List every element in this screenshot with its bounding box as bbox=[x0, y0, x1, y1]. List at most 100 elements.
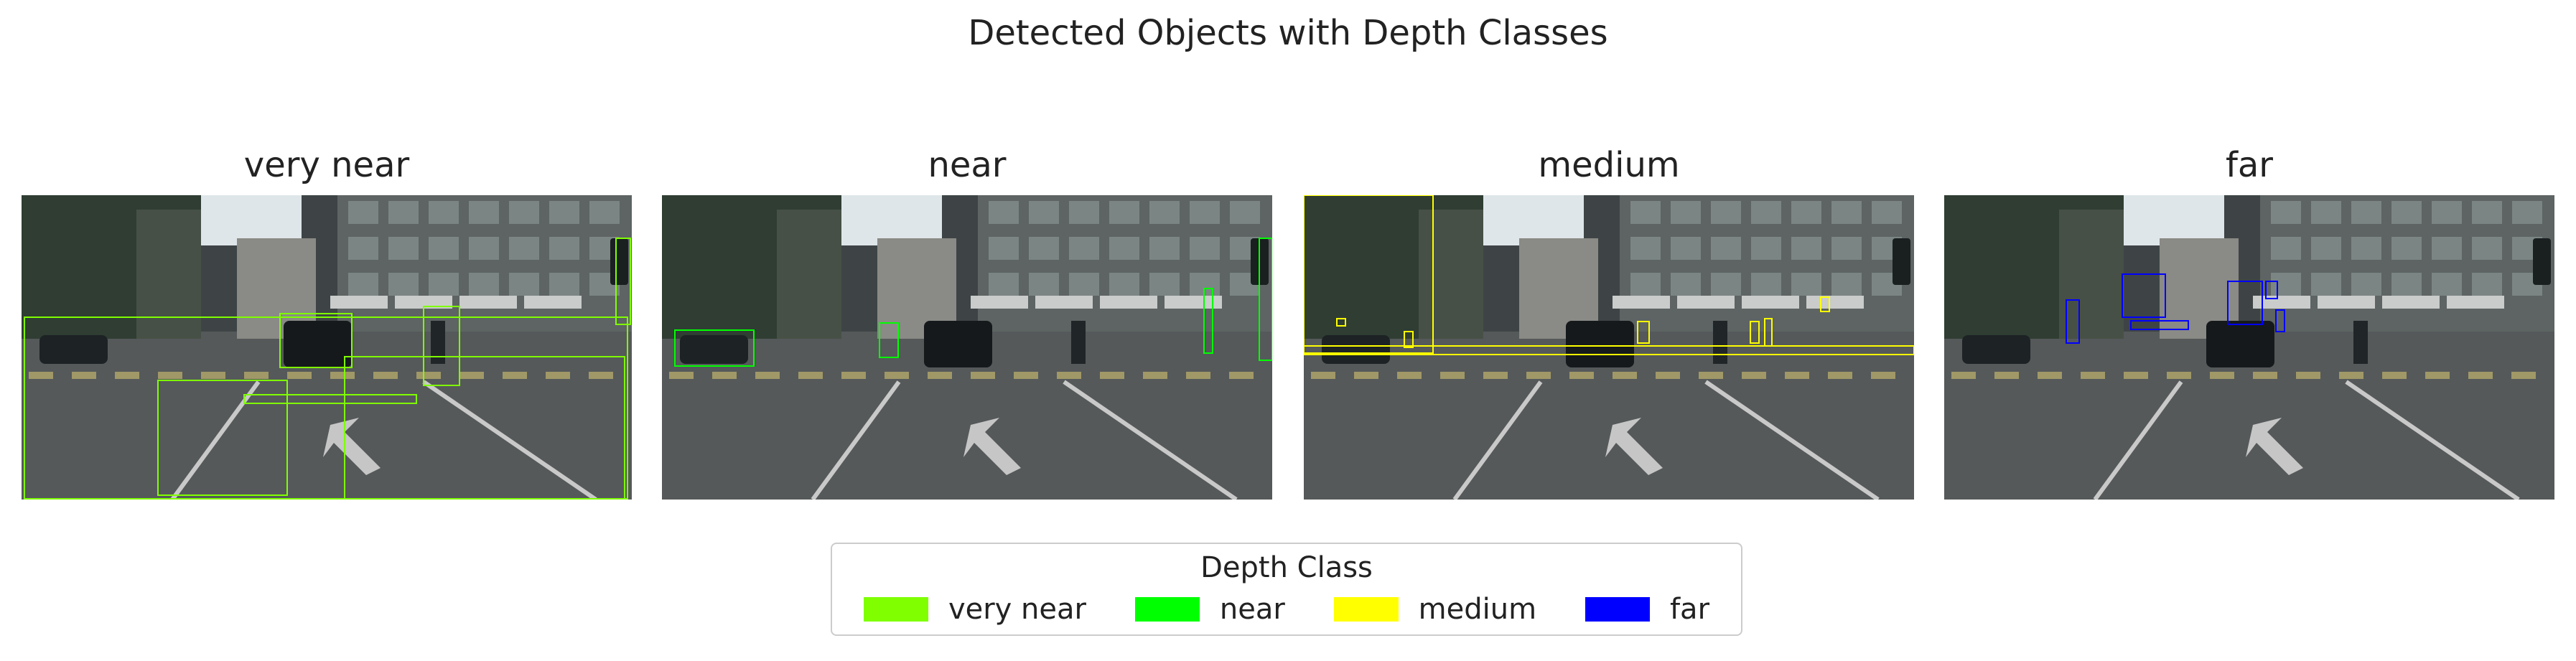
window bbox=[549, 237, 579, 260]
awning bbox=[2382, 296, 2440, 309]
legend-item-near: near bbox=[1134, 593, 1285, 626]
sky bbox=[1483, 195, 1584, 245]
road-arrow bbox=[323, 418, 381, 475]
crosswalk-stripe bbox=[416, 372, 441, 379]
detection-box bbox=[279, 313, 353, 368]
window bbox=[989, 273, 1019, 296]
detection-box bbox=[344, 356, 625, 500]
crosswalk-stripe bbox=[1828, 372, 1852, 379]
crosswalk-stripe bbox=[1100, 372, 1124, 379]
window bbox=[2391, 237, 2422, 260]
crosswalk-stripe bbox=[2167, 372, 2191, 379]
cyclist bbox=[431, 321, 445, 364]
window bbox=[348, 273, 378, 296]
legend-label: near bbox=[1219, 593, 1285, 626]
crosswalk-stripe bbox=[2296, 372, 2320, 379]
detection-box bbox=[423, 306, 460, 386]
window bbox=[1109, 237, 1139, 260]
window bbox=[1791, 201, 1821, 224]
crosswalk-stripe bbox=[330, 372, 355, 379]
detection-box bbox=[2275, 309, 2285, 332]
detection-box bbox=[2066, 299, 2080, 344]
window bbox=[1711, 201, 1741, 224]
window bbox=[989, 237, 1019, 260]
street-scene bbox=[662, 195, 1272, 500]
awning bbox=[1613, 296, 1670, 309]
awning bbox=[330, 296, 388, 309]
traffic-light bbox=[610, 238, 628, 285]
crosswalk-stripe bbox=[1483, 372, 1508, 379]
crosswalk-stripe bbox=[1397, 372, 1422, 379]
panel-medium: medium bbox=[1304, 145, 1914, 500]
sky bbox=[2124, 195, 2224, 245]
crosswalk-stripe bbox=[1526, 372, 1551, 379]
crosswalk-stripe bbox=[755, 372, 780, 379]
window bbox=[2351, 201, 2381, 224]
detection-box bbox=[24, 317, 628, 500]
road-arrow bbox=[1605, 418, 1663, 475]
street-scene-image bbox=[1944, 195, 2554, 500]
street-scene bbox=[1304, 195, 1914, 500]
cyclist bbox=[2353, 321, 2368, 364]
crosswalk-stripe bbox=[546, 372, 570, 379]
window bbox=[1029, 273, 1059, 296]
sky bbox=[201, 195, 302, 245]
crosswalk-stripe bbox=[1057, 372, 1081, 379]
crosswalk-stripe bbox=[459, 372, 484, 379]
legend-label: far bbox=[1669, 593, 1710, 626]
road-arrow bbox=[2246, 418, 2303, 475]
window bbox=[1872, 201, 1902, 224]
window bbox=[469, 237, 499, 260]
panel-far: far bbox=[1944, 145, 2554, 500]
window bbox=[1190, 201, 1220, 224]
window bbox=[1791, 273, 1821, 296]
window bbox=[2271, 273, 2301, 296]
crosswalk-stripe bbox=[1229, 372, 1254, 379]
window bbox=[2391, 273, 2422, 296]
panel-title: far bbox=[2225, 145, 2274, 185]
window bbox=[2472, 273, 2502, 296]
crosswalk-stripe bbox=[287, 372, 312, 379]
crosswalk-stripe bbox=[712, 372, 737, 379]
crosswalk-stripe bbox=[669, 372, 694, 379]
crosswalk-stripe bbox=[1699, 372, 1723, 379]
window bbox=[2311, 237, 2341, 260]
window bbox=[348, 201, 378, 224]
window bbox=[388, 273, 419, 296]
window bbox=[2432, 201, 2462, 224]
crosswalk-stripe bbox=[1014, 372, 1038, 379]
crosswalk-stripe bbox=[1994, 372, 2019, 379]
crosswalk-stripe bbox=[29, 372, 53, 379]
window bbox=[429, 273, 459, 296]
detection-box bbox=[2265, 281, 2278, 299]
window bbox=[469, 273, 499, 296]
lane-line bbox=[2093, 380, 2183, 500]
crosswalk-stripe bbox=[1143, 372, 1167, 379]
sky bbox=[841, 195, 942, 245]
window bbox=[1149, 201, 1180, 224]
awning bbox=[2447, 296, 2504, 309]
awning bbox=[395, 296, 452, 309]
window bbox=[1831, 237, 1862, 260]
awning bbox=[1742, 296, 1799, 309]
crosswalk-stripe bbox=[2081, 372, 2105, 379]
window bbox=[989, 201, 1019, 224]
detection-box bbox=[879, 322, 899, 358]
crosswalk-stripe bbox=[885, 372, 909, 379]
window bbox=[1831, 273, 1862, 296]
detection-box bbox=[1404, 331, 1414, 348]
awning bbox=[1035, 296, 1093, 309]
window bbox=[2271, 237, 2301, 260]
window bbox=[1751, 237, 1781, 260]
detection-box bbox=[1764, 318, 1773, 347]
lane-line bbox=[2345, 380, 2520, 500]
street-scene-image bbox=[662, 195, 1272, 500]
window bbox=[509, 237, 539, 260]
detection-boxes bbox=[674, 238, 1272, 367]
window bbox=[1109, 201, 1139, 224]
window bbox=[1029, 237, 1059, 260]
legend: Depth Class very near near medium far bbox=[831, 543, 1742, 636]
lane-line bbox=[811, 380, 901, 500]
window bbox=[1149, 237, 1180, 260]
crosswalk-stripe bbox=[503, 372, 527, 379]
